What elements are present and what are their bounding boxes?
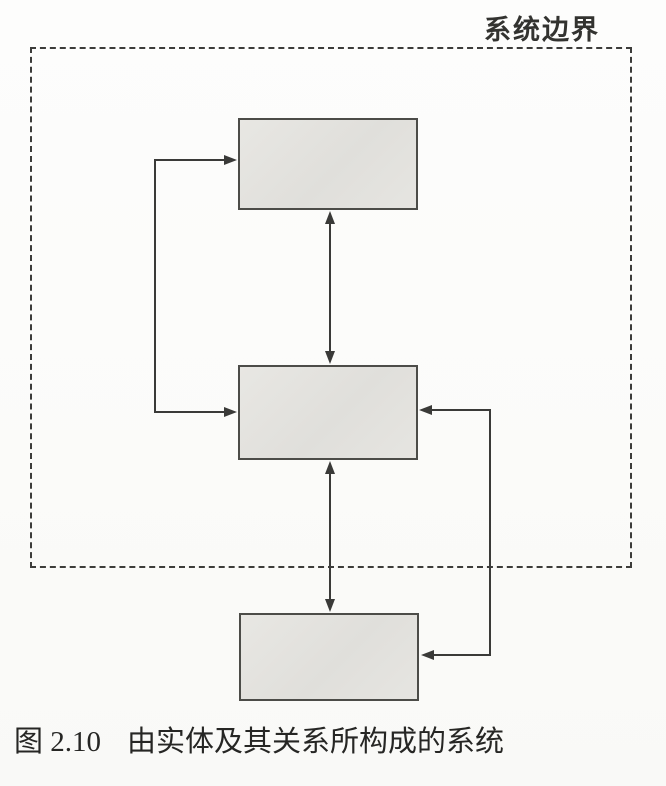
figure-caption-number: 图 2.10 [14,726,102,758]
entity-box-top [238,118,418,210]
system-boundary-label: 系统边界 [484,15,600,45]
figure-caption-text: 由实体及其关系所构成的系统 [127,726,505,758]
system-boundary-dashed-rect [30,47,632,568]
entity-box-bottom [239,613,419,701]
entity-box-middle [238,365,418,460]
figure-caption: 图 2.10 由实体及其关系所构成的系统 [14,718,654,760]
